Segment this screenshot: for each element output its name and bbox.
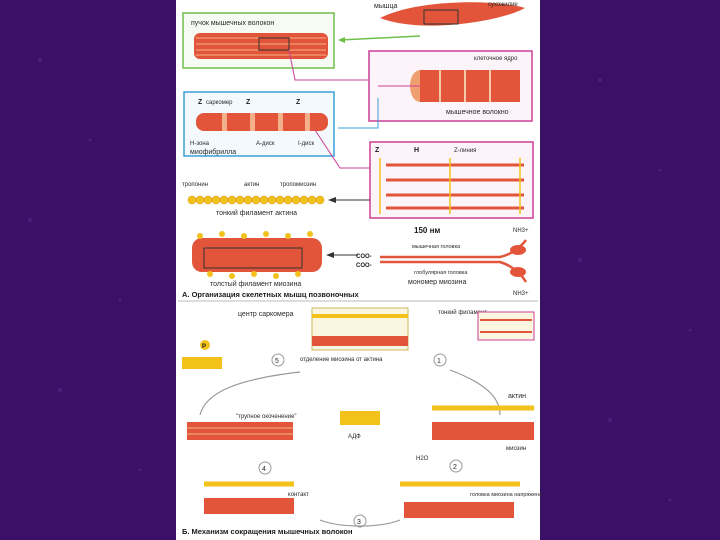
label-muscle: мышца bbox=[374, 3, 397, 10]
caption-panel-b: Б. Механизм сокращения мышечных волокон bbox=[182, 527, 353, 536]
label-adp: АДФ bbox=[348, 434, 361, 440]
label-h-zone: Н-зона bbox=[190, 141, 210, 147]
fiber-bundle bbox=[194, 33, 328, 59]
adp-molecule-center bbox=[340, 411, 380, 425]
label-h2o: H2O bbox=[416, 456, 429, 462]
label-rigor: "трупное окоченение" bbox=[236, 414, 297, 420]
caption-panel-a: А. Организация скелетных мышц позвоночны… bbox=[182, 290, 360, 299]
label-a-disk: А-диск bbox=[256, 141, 275, 147]
label-globular-head: глобулярная головка bbox=[414, 270, 468, 276]
label-nh3-bottom: NH3+ bbox=[513, 291, 529, 297]
label-step-5: 5 bbox=[275, 358, 279, 365]
thick-filament bbox=[192, 238, 322, 272]
adp-molecule-top bbox=[182, 357, 222, 369]
label-coo2: COO- bbox=[356, 263, 372, 269]
bundle-zoom-box bbox=[258, 37, 290, 51]
label-thin-filament-b: тонкий филамент bbox=[438, 309, 487, 316]
label-step-2: 2 bbox=[453, 464, 457, 471]
label-p: P bbox=[202, 344, 206, 350]
label-tropomyosin: тропомиозин bbox=[280, 182, 316, 188]
label-myosin: миозин bbox=[506, 446, 526, 452]
arrow-fiber-to-myofibril bbox=[338, 98, 379, 129]
label-step-4: 4 bbox=[262, 466, 266, 473]
sarcomere-filaments bbox=[386, 163, 524, 210]
contact-filament bbox=[204, 498, 294, 514]
label-nh3-top: NH3+ bbox=[513, 228, 529, 234]
label-troponin: тропонин bbox=[182, 182, 208, 188]
arrow-muscle-to-bundle bbox=[339, 35, 421, 41]
label-coo1: COO- bbox=[356, 254, 372, 260]
label-i-disk: I-диск bbox=[298, 141, 315, 147]
myofibril bbox=[196, 113, 328, 131]
myosin-filament-right bbox=[432, 422, 534, 440]
label-sarcomere-center: центр саркомера bbox=[238, 311, 294, 318]
tensioned-filament bbox=[404, 502, 514, 518]
rigor-filament bbox=[187, 422, 293, 440]
label-step-1: 1 bbox=[437, 358, 441, 365]
label-z3: Z bbox=[296, 99, 301, 106]
label-myofibril: миофибрилла bbox=[190, 148, 236, 156]
phosphate-icon bbox=[200, 340, 210, 350]
label-myosin-monomer: мономер миозина bbox=[408, 279, 467, 286]
cycle-arrow-bottom bbox=[319, 519, 401, 527]
label-thin-filament: тонкий филамент актина bbox=[216, 209, 297, 217]
label-z1: Z bbox=[198, 99, 203, 106]
muscle-shape bbox=[380, 2, 525, 26]
arrow-bundle-to-fiber bbox=[288, 49, 369, 81]
thin-filament bbox=[187, 195, 325, 205]
label-head-tensioned: головка миозина напряжена bbox=[470, 492, 543, 498]
muscle-fiber bbox=[420, 70, 520, 102]
label-contact: контакт bbox=[288, 492, 309, 498]
label-z-line: Z-линия bbox=[454, 148, 476, 154]
label-step1-text: отделение миозина от актина bbox=[300, 357, 383, 363]
label-sz: Z bbox=[375, 147, 380, 154]
thin-filament-inset bbox=[477, 311, 535, 341]
label-step-3: 3 bbox=[357, 519, 361, 526]
label-sarcomere: саркомер bbox=[206, 100, 233, 106]
label-thick-filament: толстый филамент миозина bbox=[210, 280, 301, 288]
arrow-myofibril-to-sarcomere bbox=[314, 129, 370, 169]
label-tendon: сухожилие bbox=[488, 2, 518, 8]
label-myosin-head: мышечная головка bbox=[412, 244, 461, 250]
label-sh: H bbox=[414, 147, 419, 154]
cycle-arrow-left bbox=[199, 371, 301, 416]
label-z2: Z bbox=[246, 99, 251, 106]
label-actin: актин bbox=[244, 182, 259, 188]
cycle-arrow-right bbox=[449, 369, 501, 416]
muscle-zoom-box bbox=[423, 9, 459, 25]
label-actin-b: актин bbox=[508, 393, 526, 400]
label-muscle-fiber: мышечное волокно bbox=[446, 109, 509, 116]
label-fiber-bundle: пучок мышечных волокон bbox=[191, 20, 274, 27]
label-length: 150 нм bbox=[414, 226, 440, 235]
label-nucleus: клеточное ядро bbox=[474, 56, 518, 62]
